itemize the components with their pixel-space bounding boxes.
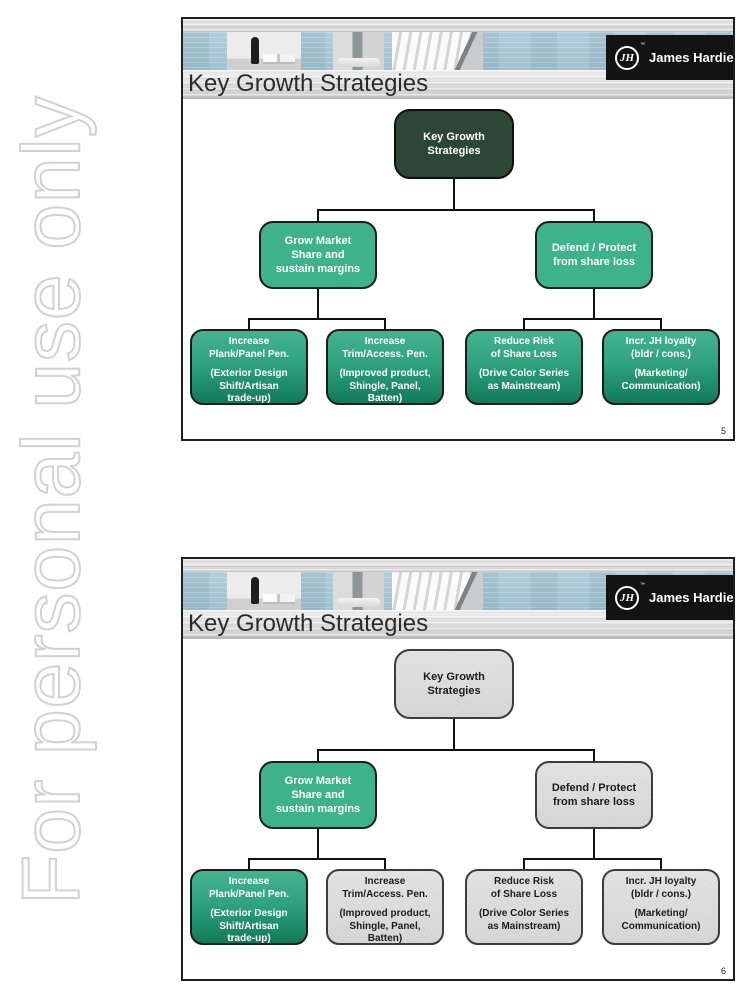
node-label: Grow Market Share and sustain margins (275, 774, 361, 816)
brand-name: James Hardie (649, 50, 734, 65)
node-reduce-risk: Reduce Risk of Share Loss (Drive Color S… (465, 869, 583, 945)
jh-monogram-icon: JH (615, 585, 639, 610)
photo-column (333, 32, 384, 70)
node-key-growth-strategies: Key Growth Strategies (394, 649, 514, 719)
connector-line (593, 289, 595, 320)
header-photo-strip: JH ™ James Hardie (183, 572, 734, 620)
node-label: Defend / Protect from share loss (551, 781, 637, 808)
node-label: Grow Market Share and sustain margins (275, 234, 361, 276)
leaf-detail: (Improved product, Shingle, Panel, Batte… (339, 368, 431, 404)
node-jh-loyalty: Incr. JH loyalty (bldr / cons.) (Marketi… (602, 869, 720, 945)
jh-monogram-icon: JH (615, 45, 639, 70)
slide-title: Key Growth Strategies (183, 610, 733, 639)
photo-stairs (392, 32, 483, 70)
connector-line (453, 179, 455, 211)
slide-header: JH ™ James Hardie Key Growth Strategies (183, 559, 734, 639)
connector-line (523, 858, 662, 860)
node-increase-trim-access: Increase Trim/Access. Pen. (Improved pro… (326, 869, 444, 945)
node-grow-market-share: Grow Market Share and sustain margins (259, 761, 377, 829)
leaf-heading: Incr. JH loyalty (bldr / cons.) (625, 336, 697, 360)
connector-line (317, 209, 319, 222)
connector-line (317, 749, 319, 762)
node-jh-loyalty: Incr. JH loyalty (bldr / cons.) (Marketi… (602, 329, 720, 405)
leaf-detail: (Marketing/ Communication) (621, 368, 701, 392)
node-key-growth-strategies: Key Growth Strategies (394, 109, 514, 179)
connector-line (248, 858, 386, 860)
connector-line (523, 318, 525, 330)
trademark-symbol: ™ (640, 582, 645, 588)
leaf-detail: (Drive Color Series as Mainstream) (478, 368, 570, 392)
slide-header: JH ™ James Hardie Key Growth Strategies (183, 19, 734, 99)
connector-line (660, 318, 662, 330)
node-increase-plank-panel: Increase Plank/Panel Pen. (Exterior Desi… (190, 869, 308, 945)
photo-person (227, 572, 301, 610)
page-number: 5 (720, 426, 726, 436)
photo-column (333, 572, 384, 610)
connector-line (317, 289, 319, 320)
leaf-detail: (Improved product, Shingle, Panel, Batte… (339, 908, 431, 944)
connector-line (523, 318, 662, 320)
node-label: Key Growth Strategies (423, 130, 485, 157)
leaf-heading: Increase Plank/Panel Pen. (208, 336, 290, 360)
trademark-symbol: ™ (640, 42, 645, 48)
connector-line (248, 318, 386, 320)
watermark-text: For personal use only (5, 94, 98, 906)
leaf-detail: (Marketing/ Communication) (621, 908, 701, 932)
leaf-detail: (Exterior Design Shift/Artisan trade-up) (210, 908, 288, 944)
node-label: Defend / Protect from share loss (551, 241, 637, 268)
header-photo-strip: JH ™ James Hardie (183, 32, 734, 80)
connector-line (453, 719, 455, 751)
connector-line (317, 829, 319, 860)
leaf-heading: Increase Trim/Access. Pen. (342, 876, 428, 900)
node-reduce-risk: Reduce Risk of Share Loss (Drive Color S… (465, 329, 583, 405)
strategy-tree-diagram: Key Growth Strategies Grow Market Share … (183, 99, 733, 439)
connector-line (248, 858, 250, 870)
leaf-heading: Incr. JH loyalty (bldr / cons.) (625, 876, 697, 900)
connector-line (660, 858, 662, 870)
node-label: Key Growth Strategies (423, 670, 485, 697)
strategy-tree-diagram: Key Growth Strategies Grow Market Share … (183, 639, 733, 979)
james-hardie-logo: JH ™ James Hardie (606, 35, 734, 80)
leaf-detail: (Drive Color Series as Mainstream) (478, 908, 570, 932)
node-increase-trim-access: Increase Trim/Access. Pen. (Improved pro… (326, 329, 444, 405)
node-increase-plank-panel: Increase Plank/Panel Pen. (Exterior Desi… (190, 329, 308, 405)
connector-line (593, 209, 595, 222)
header-texture-band (183, 559, 733, 572)
slide-page-5: JH ™ James Hardie Key Growth Strategies … (181, 17, 735, 441)
connector-line (523, 858, 525, 870)
node-grow-market-share: Grow Market Share and sustain margins (259, 221, 377, 289)
connector-line (384, 318, 386, 330)
leaf-heading: Reduce Risk of Share Loss (490, 876, 558, 900)
connector-line (593, 749, 595, 762)
photo-person (227, 32, 301, 70)
leaf-heading: Increase Plank/Panel Pen. (208, 876, 290, 900)
brand-name: James Hardie (649, 590, 734, 605)
header-texture-band (183, 19, 733, 32)
connector-line (384, 858, 386, 870)
leaf-heading: Reduce Risk of Share Loss (490, 336, 558, 360)
connector-line (317, 749, 595, 751)
page-number: 6 (720, 966, 726, 976)
node-defend-protect: Defend / Protect from share loss (535, 761, 653, 829)
james-hardie-logo: JH ™ James Hardie (606, 575, 734, 620)
photo-stairs (392, 572, 483, 610)
leaf-detail: (Exterior Design Shift/Artisan trade-up) (210, 368, 288, 404)
connector-line (248, 318, 250, 330)
connector-line (593, 829, 595, 860)
slide-page-6: JH ™ James Hardie Key Growth Strategies … (181, 557, 735, 981)
connector-line (317, 209, 595, 211)
leaf-heading: Increase Trim/Access. Pen. (342, 336, 428, 360)
node-defend-protect: Defend / Protect from share loss (535, 221, 653, 289)
